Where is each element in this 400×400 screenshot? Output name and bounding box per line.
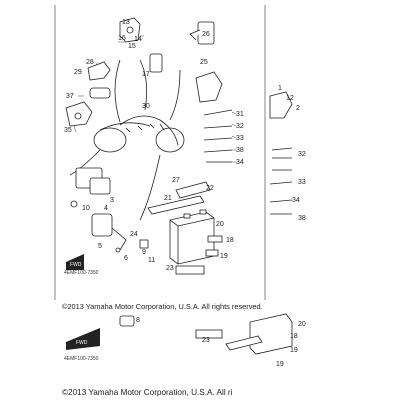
part-label-8: 8: [136, 317, 140, 324]
part-label-19-right-b: 19: [276, 361, 284, 368]
part-label-34-right: 34: [292, 197, 300, 204]
fwd-arrow-top: FWD: [66, 254, 84, 270]
part-label-15: 15: [128, 43, 136, 50]
relay-unit-top: [119, 17, 215, 45]
reference-code-top: 4EMF100-7350: [64, 270, 99, 276]
fwd-arrow-top-label: FWD: [70, 262, 82, 268]
fuse-parts: [119, 239, 149, 327]
part-label-21: 21: [164, 195, 172, 202]
part-label-37: 37: [66, 93, 74, 100]
starter-relay: [91, 213, 127, 253]
part-label-27: 27: [172, 177, 180, 184]
copyright-notice-top: ©2013 Yamaha Motor Corporation, U.S.A. A…: [62, 302, 263, 311]
battery: [169, 209, 215, 265]
right-partial-group: [195, 91, 293, 355]
part-label-17: 17: [142, 71, 150, 78]
part-label-1: 1: [278, 85, 282, 92]
part-label-26-top: 26: [202, 31, 210, 38]
part-label-23-bottom: 23: [202, 337, 210, 344]
lead-wires-right: [203, 109, 233, 163]
rectifier-unit: [70, 167, 111, 208]
part-label-13: 13: [122, 19, 130, 26]
part-label-14: 14: [134, 36, 142, 43]
battery-pads: [175, 235, 223, 275]
part-label-35: 35: [64, 127, 72, 134]
part-label-5: 5: [98, 243, 102, 250]
part-label-2: 2: [296, 105, 300, 112]
part-label-16: 16: [118, 35, 126, 42]
part-label-23: 23: [166, 265, 174, 272]
part-label-20: 20: [216, 221, 224, 228]
fwd-arrow-bottom: FWD: [66, 328, 100, 350]
leader-lines: [73, 35, 237, 163]
part-label-38-right: 38: [298, 215, 306, 222]
part-label-25: 25: [200, 59, 208, 66]
battery-band: [147, 181, 211, 215]
part-label-4: 4: [104, 205, 108, 212]
part-label-33: 33: [236, 135, 244, 142]
part-label-3: 3: [110, 197, 114, 204]
part-label-11: 11: [148, 257, 155, 264]
part-label-6: 6: [124, 255, 128, 262]
fwd-arrow-bottom-label: FWD: [76, 340, 88, 346]
part-label-19: 19: [220, 253, 228, 260]
part-label-32: 32: [236, 123, 244, 130]
part-label-33-right: 33: [298, 179, 306, 186]
part-label-12: 12: [286, 95, 294, 102]
part-label-22: 22: [206, 185, 214, 192]
part-label-29: 29: [74, 69, 82, 76]
part-label-10: 10: [82, 205, 90, 212]
part-label-28: 28: [86, 59, 94, 66]
part-label-19-right-a: 19: [290, 347, 298, 354]
part-label-24: 24: [130, 231, 138, 238]
reference-code-bottom: 4EMF100-7350: [64, 356, 99, 362]
part-label-31: 31: [236, 111, 244, 118]
part-label-20-right: 20: [298, 321, 306, 328]
part-label-34: 34: [236, 159, 244, 166]
wire-harness: [69, 59, 185, 221]
part-label-32-right: 32: [298, 151, 306, 158]
regulator-part: [149, 53, 223, 103]
part-label-38: 38: [236, 147, 244, 154]
part-number-labels: 14 16 15 13 26 28 29 37 35 17 25 30 31 3…: [64, 19, 306, 368]
copyright-notice-bottom: ©2013 Yamaha Motor Corporation, U.S.A. A…: [62, 388, 233, 397]
ignition-coil-group: [65, 61, 111, 127]
frame-lines: [54, 5, 266, 300]
part-label-30: 30: [142, 103, 150, 110]
part-label-18: 18: [226, 237, 234, 244]
part-label-18-right: 18: [290, 333, 298, 340]
part-label-9: 9: [142, 249, 146, 256]
